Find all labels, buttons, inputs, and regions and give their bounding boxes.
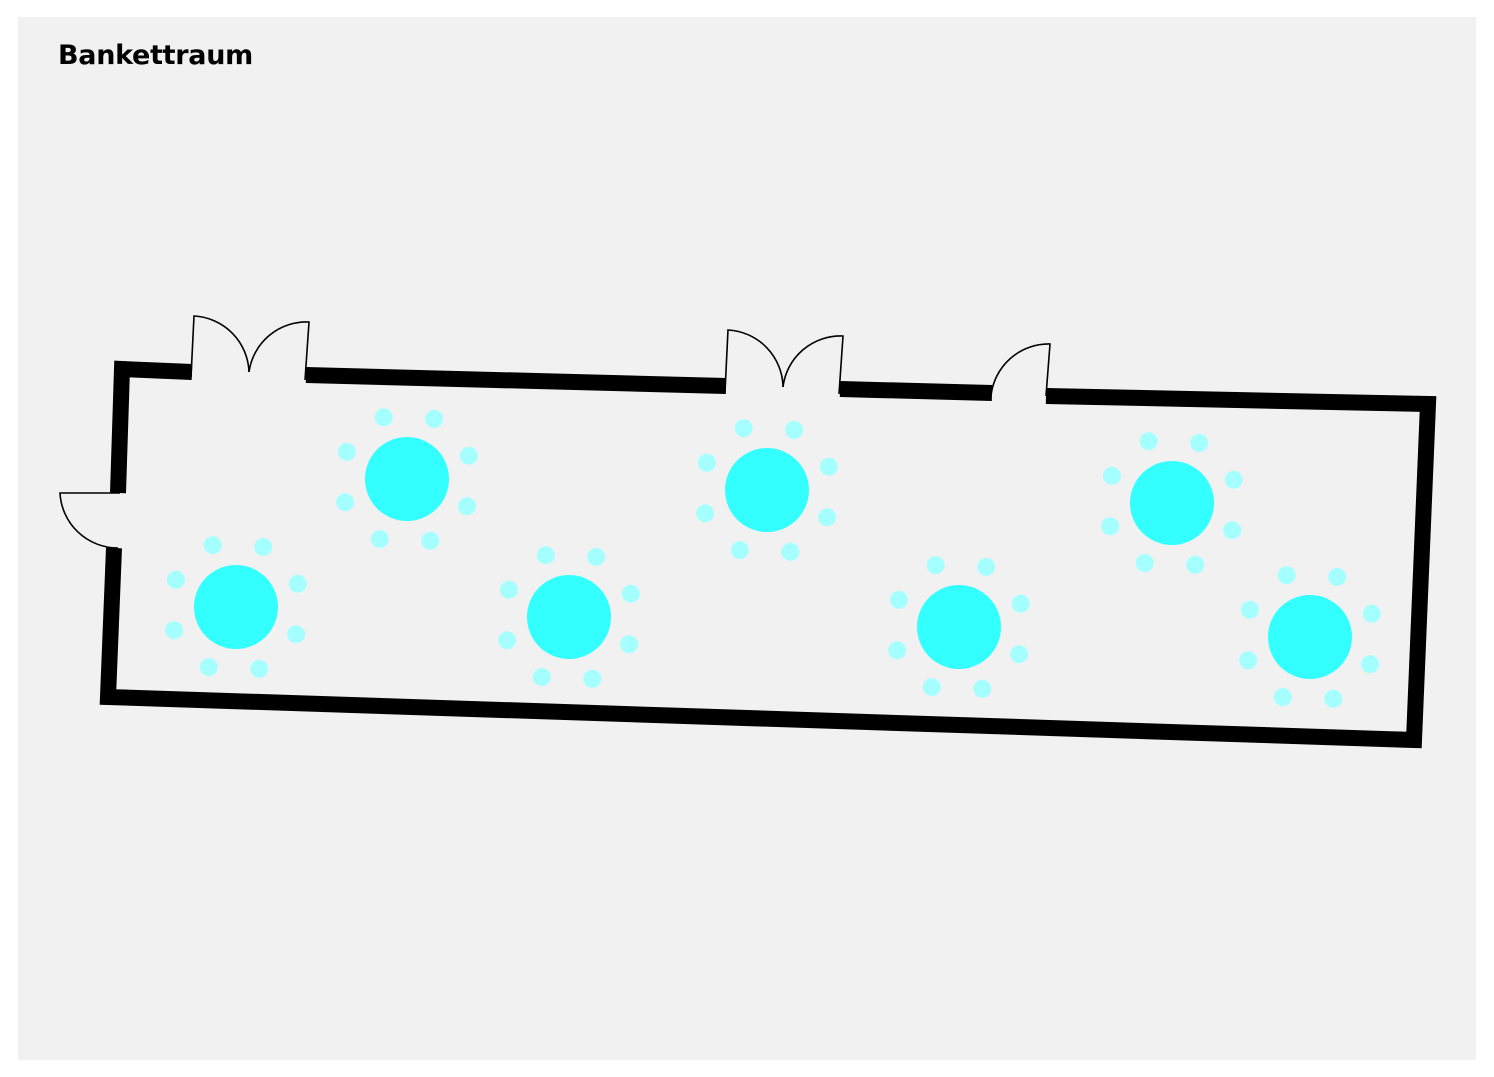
furniture <box>165 408 1381 708</box>
chair <box>1139 432 1158 451</box>
room-title: Bankettraum <box>58 40 253 71</box>
chair <box>536 546 555 565</box>
chair <box>818 508 837 527</box>
round-table <box>1268 595 1352 679</box>
round-table <box>1130 461 1214 545</box>
chair <box>1011 594 1030 613</box>
doors <box>59 315 1051 549</box>
chair <box>203 536 222 555</box>
chair <box>425 409 444 428</box>
chair <box>1224 470 1243 489</box>
chair <box>250 659 269 678</box>
chair <box>620 635 639 654</box>
table-group <box>696 419 838 561</box>
chair <box>166 570 185 589</box>
chair <box>1223 521 1242 540</box>
chair <box>973 679 992 698</box>
chair <box>583 669 602 688</box>
chair <box>336 493 355 512</box>
chair <box>781 542 800 561</box>
chair <box>621 584 640 603</box>
chair <box>374 408 393 427</box>
single-door-left <box>59 492 120 549</box>
chair <box>1277 566 1296 585</box>
chair <box>199 658 218 677</box>
chair <box>1240 600 1259 619</box>
chair <box>1361 655 1380 674</box>
wall-top-segment-1 <box>305 367 727 394</box>
table-group <box>1101 432 1243 574</box>
round-table <box>527 575 611 659</box>
chair <box>1135 554 1154 573</box>
chair <box>734 419 753 438</box>
single-door-top <box>990 343 1051 397</box>
table-group <box>1239 566 1381 708</box>
chair <box>587 547 606 566</box>
chair <box>922 678 941 697</box>
round-table <box>725 448 809 532</box>
door-leaf <box>990 343 1051 397</box>
wall-outer <box>99 388 1437 749</box>
chair <box>337 442 356 461</box>
chair <box>1010 645 1029 664</box>
door-leaf <box>782 335 844 395</box>
wall-left-top <box>110 360 193 494</box>
table-group <box>498 546 640 688</box>
chair <box>696 504 715 523</box>
chair <box>888 641 907 660</box>
chair <box>785 420 804 439</box>
door-leaf <box>190 315 250 378</box>
chair <box>697 453 716 472</box>
double-door-2 <box>724 329 844 395</box>
table-group <box>336 408 478 550</box>
table-group <box>888 556 1030 698</box>
chair <box>458 497 477 516</box>
chair <box>1328 567 1347 586</box>
wall-top-segment-2 <box>839 381 993 401</box>
chair <box>889 590 908 609</box>
chair <box>926 556 945 575</box>
double-door-1 <box>190 315 310 381</box>
chair <box>288 574 307 593</box>
chair <box>165 621 184 640</box>
chair <box>1273 688 1292 707</box>
round-table <box>365 437 449 521</box>
round-table <box>194 565 278 649</box>
chair <box>1101 517 1120 536</box>
table-group <box>165 536 307 678</box>
chair <box>254 537 273 556</box>
chair <box>1324 689 1343 708</box>
chair <box>370 530 389 549</box>
chair <box>287 625 306 644</box>
chair <box>532 668 551 687</box>
chair <box>421 531 440 550</box>
door-leaf <box>724 329 784 393</box>
chair <box>498 631 517 650</box>
chair <box>1186 555 1205 574</box>
door-leaf <box>59 492 120 549</box>
chair <box>459 446 478 465</box>
door-leaf <box>248 321 310 381</box>
chair <box>977 557 996 576</box>
round-table <box>917 585 1001 669</box>
chair <box>730 541 749 560</box>
chair <box>1239 651 1258 670</box>
chair <box>499 580 518 599</box>
chair <box>819 457 838 476</box>
chair <box>1190 433 1209 452</box>
chair <box>1102 466 1121 485</box>
chair <box>1362 604 1381 623</box>
room-walls <box>99 360 1437 749</box>
